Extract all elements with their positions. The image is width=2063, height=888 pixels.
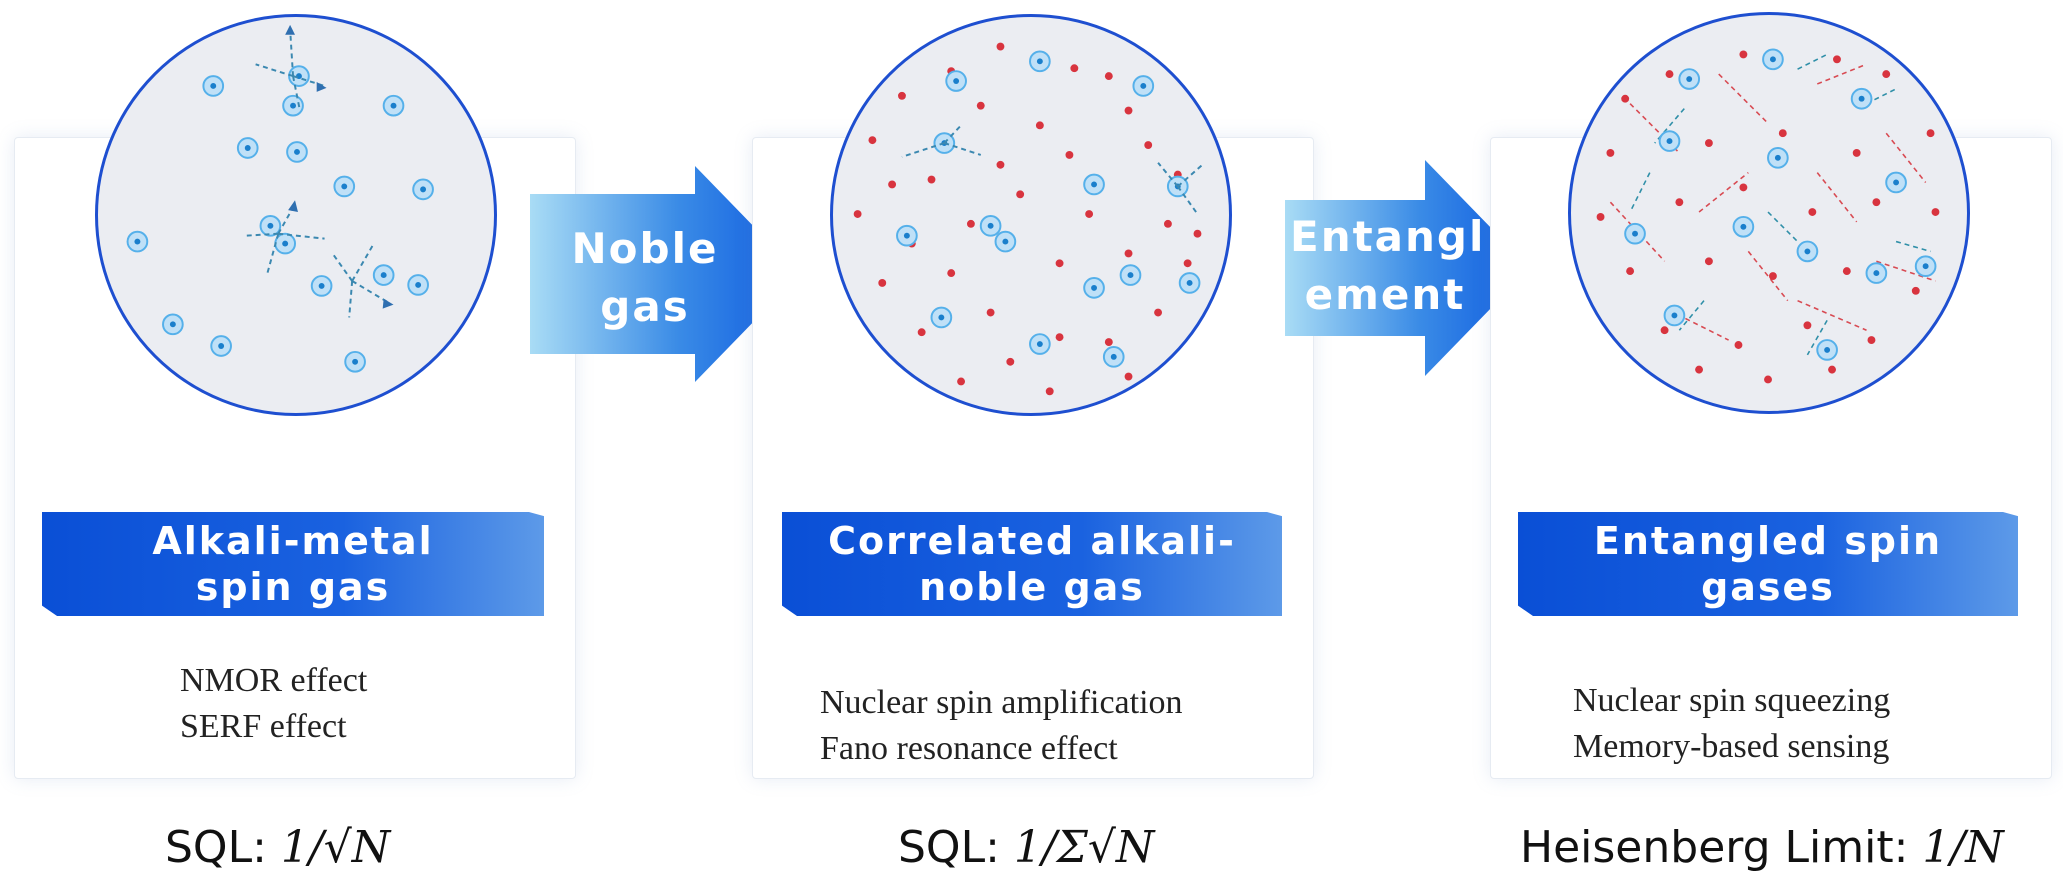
- limit-expression: 1/√N: [280, 822, 391, 873]
- entangled-gas-illustration: [1568, 12, 1970, 414]
- stage-title-line2: gases: [1701, 565, 1835, 609]
- atom-cluster-graphic: [126, 24, 434, 373]
- arrow-label-line: ement: [1304, 270, 1466, 319]
- stage-effects-entangled: Nuclear spin squeezing Memory-based sens…: [1573, 678, 1890, 770]
- arrow-label-entanglement: Entangl ement: [1290, 208, 1486, 324]
- stage-title-line1: Correlated alkali-: [828, 519, 1236, 563]
- stage-title-line2: spin gas: [195, 565, 391, 609]
- arrow-noble-gas: [530, 166, 800, 382]
- stage-title-alkali: Alkali-metal spin gas: [42, 512, 544, 616]
- arrow-label-line: Noble: [571, 224, 719, 273]
- arrow-label-noble-gas: Noble gas: [555, 220, 735, 336]
- limit-label: SQL:: [165, 822, 281, 873]
- stage-effects-alkali: NMOR effect SERF effect: [180, 658, 367, 750]
- effect-text: NMOR effect: [180, 662, 368, 699]
- stage-title-line2: noble gas: [919, 565, 1145, 609]
- stage-title-line1: Entangled spin: [1593, 519, 1943, 563]
- atom-cluster-graphic: [853, 42, 1204, 396]
- arrow-label-line: gas: [600, 282, 690, 331]
- limit-expression: 1/Σ√N: [1013, 822, 1155, 873]
- limit-label: Heisenberg Limit:: [1520, 822, 1923, 873]
- stage-title-line1: Alkali-metal: [152, 519, 434, 563]
- effect-text: Nuclear spin amplification: [820, 684, 1183, 721]
- arrow-label-line: Entangl: [1290, 212, 1486, 261]
- correlated-gas-illustration: [830, 14, 1232, 416]
- limit-formula-correlated: SQL: 1/Σ√N: [898, 822, 1154, 873]
- effect-text: Memory-based sensing: [1573, 728, 1890, 765]
- stage-title-entangled: Entangled spin gases: [1518, 512, 2018, 616]
- arrow-entanglement: [1285, 160, 1530, 376]
- alkali-gas-illustration: [95, 14, 497, 416]
- limit-expression: 1/N: [1922, 822, 2004, 873]
- stage-effects-correlated: Nuclear spin amplification Fano resonanc…: [820, 680, 1183, 772]
- stage-title-correlated: Correlated alkali- noble gas: [782, 512, 1282, 616]
- effect-text: Nuclear spin squeezing: [1573, 682, 1891, 719]
- effect-text: Fano resonance effect: [820, 730, 1118, 767]
- limit-label: SQL:: [898, 822, 1014, 873]
- limit-formula-entangled: Heisenberg Limit: 1/N: [1520, 822, 2004, 873]
- limit-formula-alkali: SQL: 1/√N: [165, 822, 390, 873]
- atom-cluster-graphic: [1596, 48, 1940, 384]
- effect-text: SERF effect: [180, 708, 347, 745]
